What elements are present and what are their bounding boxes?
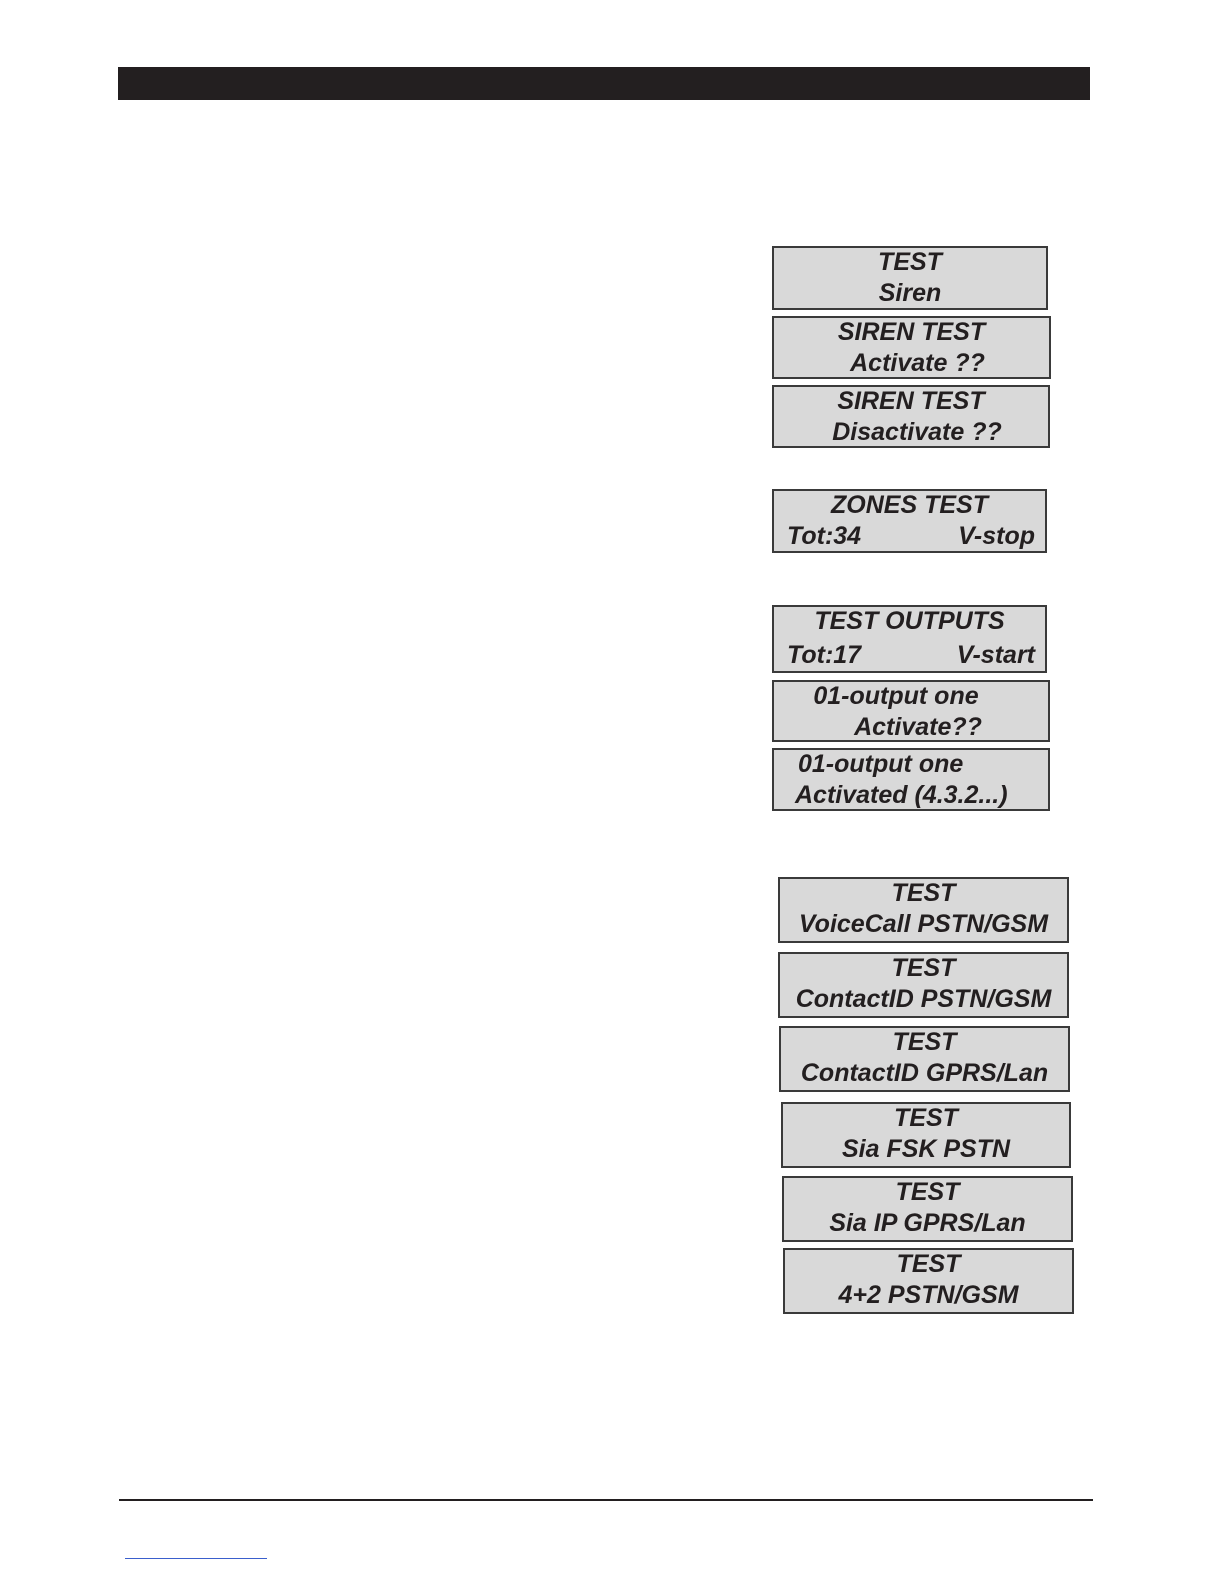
lcd-line-2: Tot:34 V-stop xyxy=(774,521,1045,552)
lcd-line-2: VoiceCall PSTN/GSM xyxy=(798,910,1049,938)
lcd-line-2: Tot:17 V-start xyxy=(774,640,1045,671)
lcd-line-2-left: Tot:34 xyxy=(787,522,862,550)
lcd-line-1: 01-output one xyxy=(813,682,979,710)
lcd-line-1: TEST xyxy=(896,1250,961,1278)
footer-rule xyxy=(119,1499,1093,1501)
lcd-display-siren-activate: SIREN TEST Activate ?? xyxy=(772,316,1051,379)
header-bar xyxy=(118,67,1090,100)
lcd-line-1: 01-output one xyxy=(798,750,964,778)
lcd-line-2: ContactID PSTN/GSM xyxy=(795,985,1052,1013)
lcd-line-2-right: V-stop xyxy=(958,522,1035,550)
lcd-line-2: Activate?? xyxy=(854,713,982,741)
lcd-line-2-right: V-start xyxy=(956,641,1035,669)
lcd-display-test-sia-fsk: TEST Sia FSK PSTN xyxy=(781,1102,1071,1168)
lcd-display-output-activated: 01-output one Activated (4.3.2...) xyxy=(772,748,1050,811)
lcd-display-zones-test: ZONES TEST Tot:34 V-stop xyxy=(772,489,1047,553)
lcd-display-test-voicecall: TEST VoiceCall PSTN/GSM xyxy=(778,877,1069,943)
lcd-display-siren-disactivate: SIREN TEST Disactivate ?? xyxy=(772,385,1050,448)
lcd-line-1: TEST xyxy=(892,1028,957,1056)
lcd-line-1: TEST xyxy=(894,1104,958,1132)
lcd-line-2: Siren xyxy=(878,279,942,307)
lcd-line-2: Sia IP GPRS/Lan xyxy=(829,1209,1026,1237)
lcd-line-2: ContactID GPRS/Lan xyxy=(800,1059,1049,1087)
lcd-display-test-contactid-pstn: TEST ContactID PSTN/GSM xyxy=(778,952,1069,1018)
lcd-line-2: Activate ?? xyxy=(850,349,985,377)
lcd-line-1: ZONES TEST xyxy=(831,491,988,519)
lcd-line-2: Sia FSK PSTN xyxy=(841,1135,1011,1163)
lcd-line-1: TEST xyxy=(895,1178,960,1206)
lcd-display-test-outputs: TEST OUTPUTS Tot:17 V-start xyxy=(772,605,1047,673)
lcd-line-1: TEST OUTPUTS xyxy=(814,607,1005,635)
footer-link-underline xyxy=(125,1558,267,1559)
lcd-line-2-left: Tot:17 xyxy=(787,641,862,669)
lcd-line-1: SIREN TEST xyxy=(837,318,986,346)
lcd-line-1: SIREN TEST xyxy=(837,387,985,415)
lcd-line-2: 4+2 PSTN/GSM xyxy=(838,1281,1019,1309)
lcd-display-test-sia-ip: TEST Sia IP GPRS/Lan xyxy=(782,1176,1073,1242)
lcd-display-output-activate: 01-output one Activate?? xyxy=(772,680,1050,742)
lcd-line-1: TEST xyxy=(878,248,942,276)
lcd-display-test-contactid-gprs: TEST ContactID GPRS/Lan xyxy=(779,1026,1070,1092)
lcd-line-1: TEST xyxy=(891,879,956,907)
lcd-line-1: TEST xyxy=(891,954,956,982)
lcd-line-2: Disactivate ?? xyxy=(832,418,1002,446)
lcd-display-test-siren: TEST Siren xyxy=(772,246,1048,310)
lcd-line-2: Activated (4.3.2...) xyxy=(795,781,1008,809)
lcd-display-test-4plus2: TEST 4+2 PSTN/GSM xyxy=(783,1248,1074,1314)
